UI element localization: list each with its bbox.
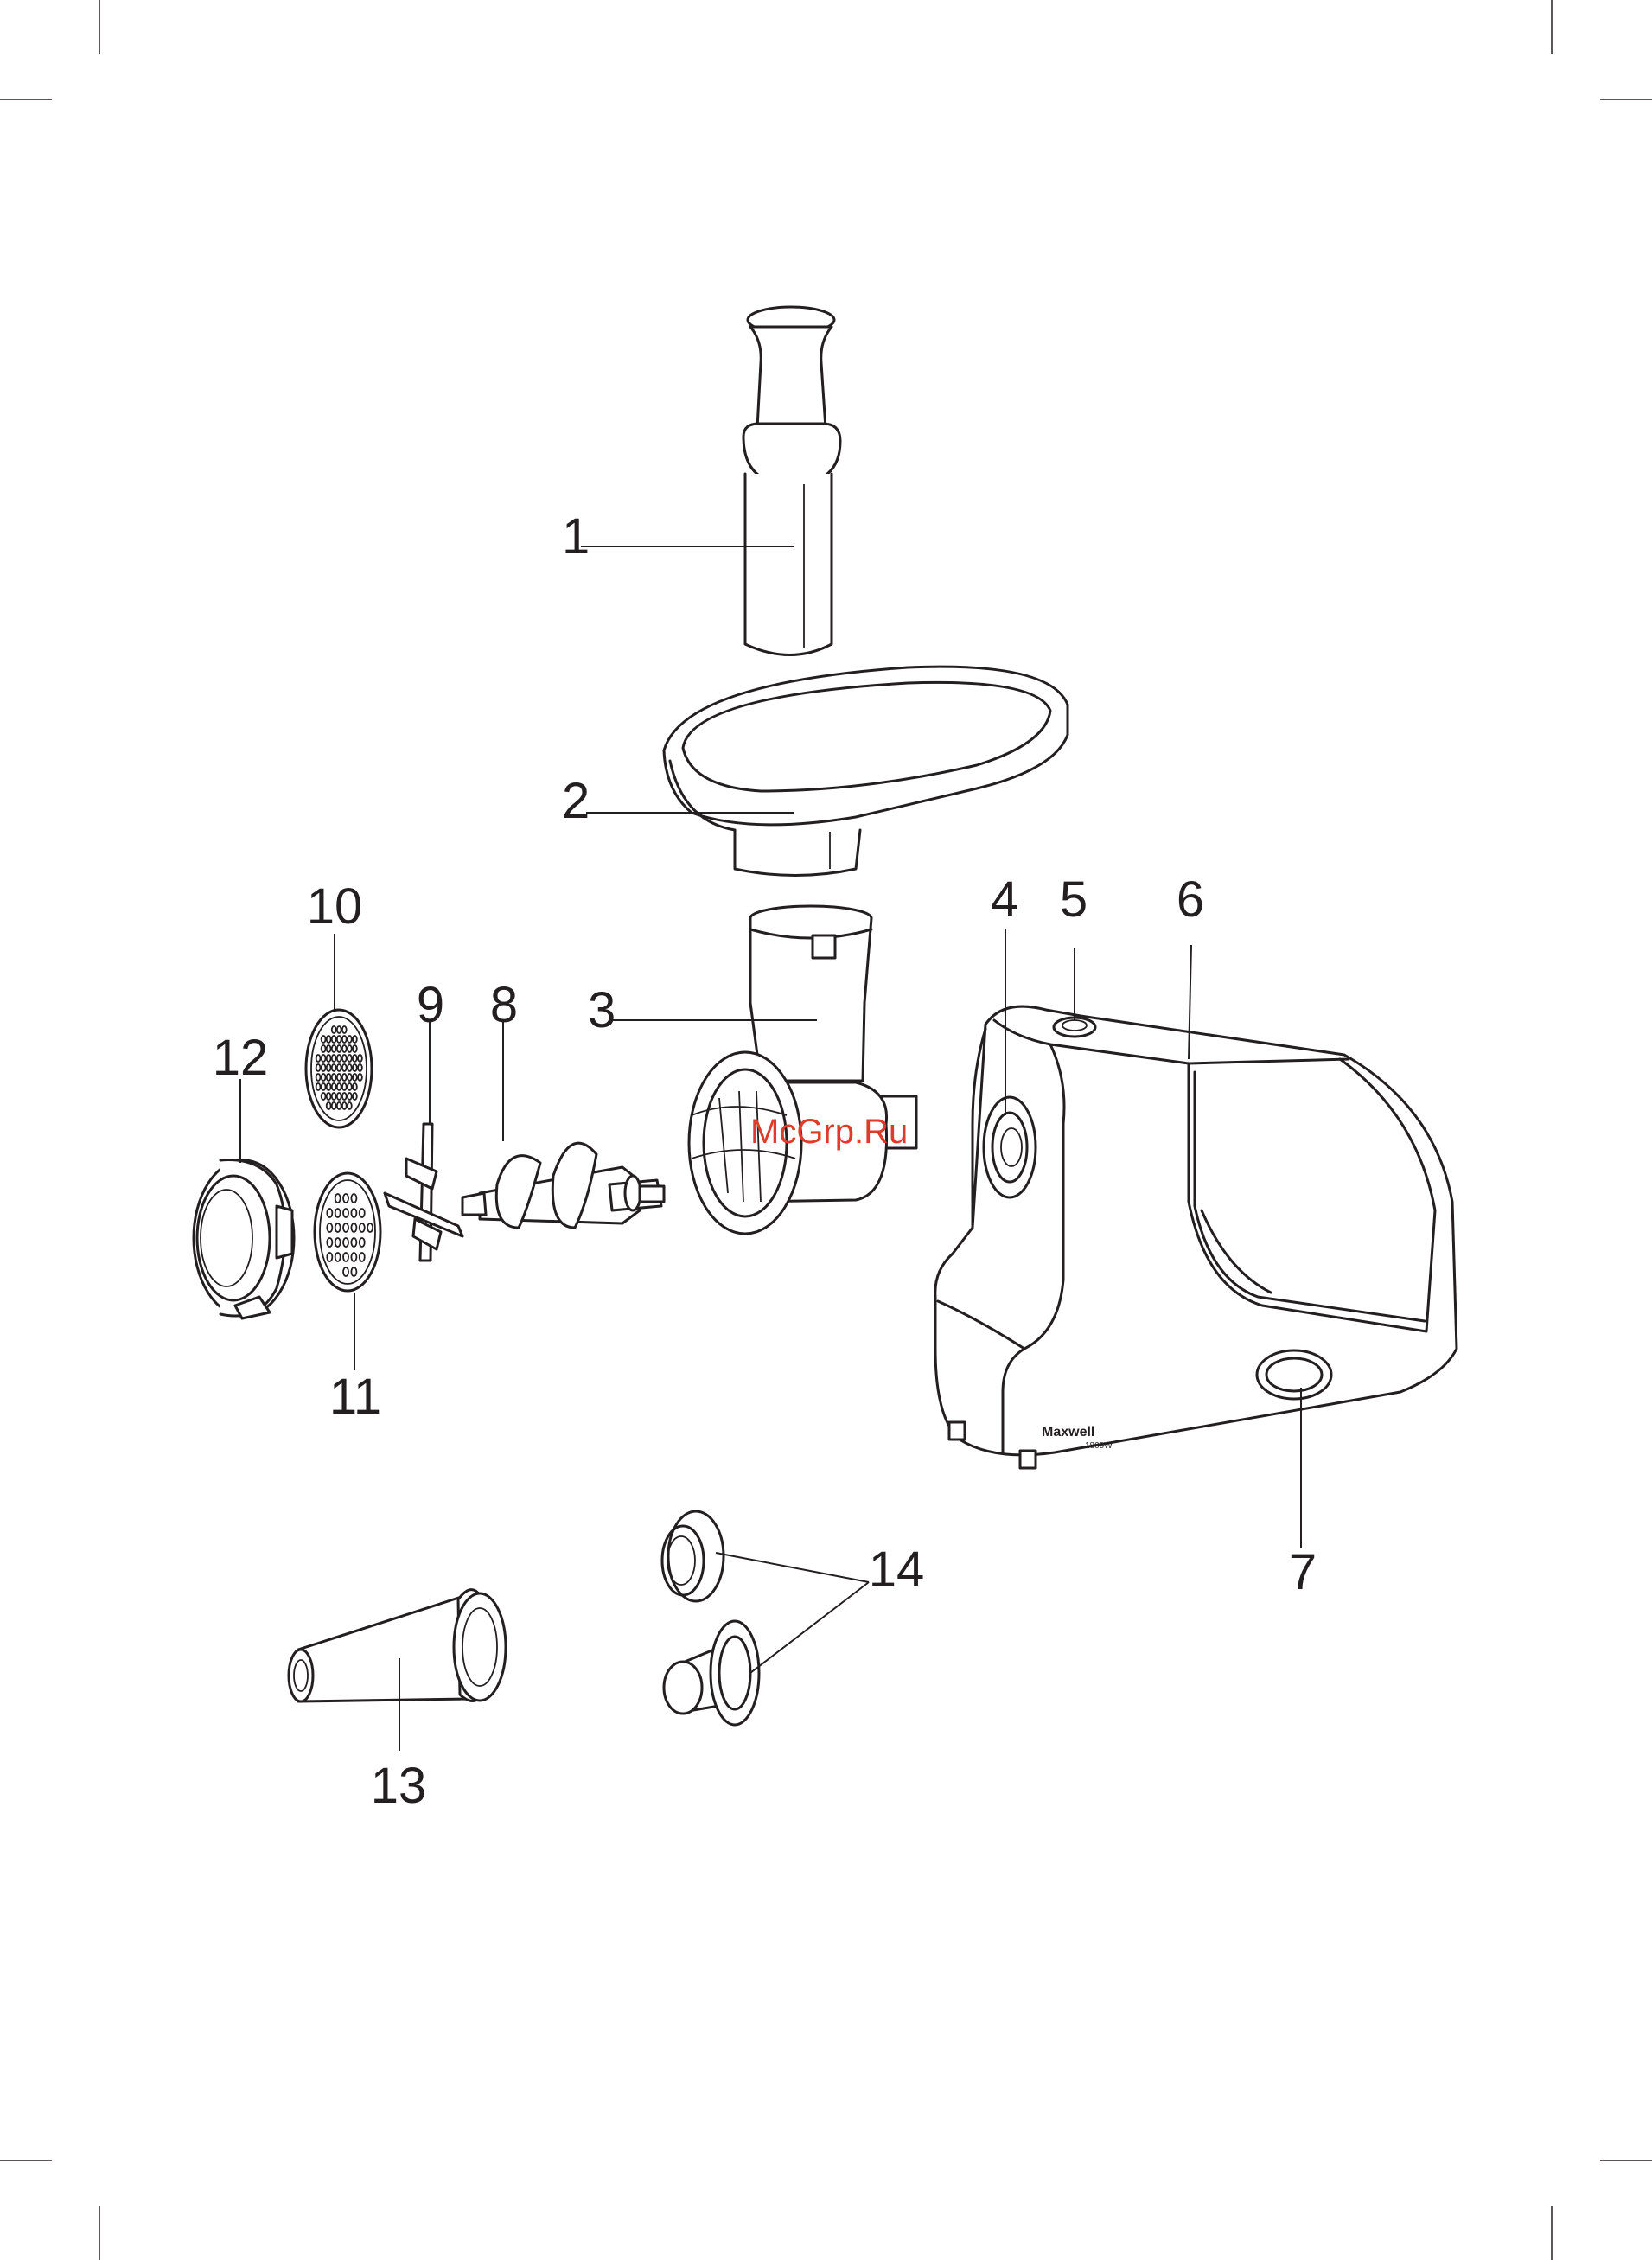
brand-power: 1800W [1085, 1441, 1113, 1451]
callout-3: 3 [588, 982, 616, 1038]
part-kebbe-attachments [662, 1511, 759, 1725]
part-plate-coarse [306, 1010, 372, 1127]
part-switch [1257, 1350, 1331, 1399]
callout-11: 11 [329, 1369, 381, 1425]
part-top-button [1054, 1018, 1095, 1037]
callout-14: 14 [869, 1542, 925, 1598]
part-auger [462, 1143, 664, 1228]
callout-8: 8 [490, 977, 518, 1033]
callout-6: 6 [1177, 871, 1204, 928]
watermark: McGrp.Ru [750, 1113, 908, 1151]
part-pusher [743, 307, 840, 655]
callout-5: 5 [1060, 871, 1088, 928]
callout-7: 7 [1289, 1544, 1317, 1600]
callout-9: 9 [417, 977, 444, 1033]
part-grinder-head [689, 906, 916, 1234]
callout-10: 10 [307, 878, 363, 935]
brand-name: Maxwell [1042, 1425, 1094, 1440]
part-tray [664, 667, 1068, 875]
callout-12: 12 [213, 1030, 269, 1086]
part-motor-housing: Maxwell 1800W [935, 1006, 1457, 1468]
callout-4: 4 [991, 871, 1018, 928]
callout-1: 1 [562, 508, 590, 565]
part-ring-nut [194, 1160, 294, 1318]
part-plate-fine [315, 1173, 380, 1291]
callout-2: 2 [562, 773, 590, 829]
part-sausage-funnel [289, 1590, 506, 1701]
part-outlet-socket [984, 1097, 1036, 1197]
part-cross-blade [385, 1124, 462, 1261]
callout-13: 13 [371, 1758, 427, 1814]
